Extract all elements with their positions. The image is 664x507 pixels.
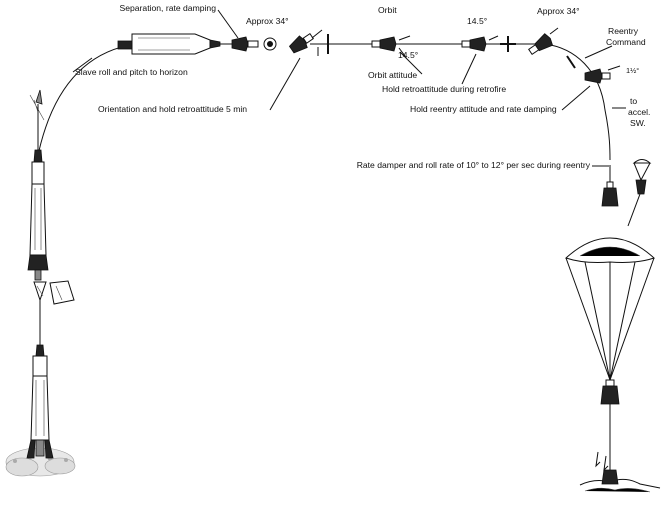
label-angle-1-5: 1½° (626, 66, 639, 75)
leader-hold-retro (461, 53, 477, 85)
capsule-end-view (263, 37, 277, 51)
label-orientation: Orientation and hold retroattitude 5 min (98, 104, 247, 114)
jettisoned-escape-tower (33, 281, 47, 302)
label-hold-retro: Hold retroattitude during retrofire (382, 84, 506, 94)
angle-ref-line (549, 27, 559, 35)
label-angle-bottom: 14.5° (398, 50, 418, 60)
trajectory-tick (566, 55, 576, 69)
label-approx34-right: Approx 34° (537, 6, 580, 16)
label-orbit-attitude: Orbit attitude (368, 70, 417, 80)
label-separation: Separation, rate damping (119, 3, 216, 13)
label-to-accel-3: SW. (630, 118, 646, 128)
drogue-chute (627, 159, 652, 227)
leader-orbit-attitude (399, 51, 423, 75)
reentry-trajectory (544, 43, 611, 161)
label-to-accel-2: accel. (628, 107, 650, 117)
capsule-reentry (584, 68, 611, 84)
label-angle-top: 14.5° (467, 16, 487, 26)
launch-exhaust-cloud (5, 447, 76, 477)
label-approx34-left: Approx 34° (246, 16, 289, 26)
atlas-in-flight (27, 89, 49, 281)
capsule-orbit-attitude (371, 36, 397, 52)
ascent-trajectory (36, 44, 131, 161)
label-rate-damper: Rate damper and roll rate of 10° to 12° … (357, 160, 591, 170)
jettisoned-booster-section (49, 280, 75, 305)
capsule-separation (231, 36, 259, 52)
main-parachute (565, 237, 655, 470)
launch-vehicle-separated (117, 33, 221, 55)
angle-ref-line (488, 35, 499, 41)
leader-hold-reentry (561, 85, 591, 111)
capsule-retrofire (528, 33, 554, 56)
angle-ref-line (607, 65, 621, 71)
label-reentry-command-1: Reentry (608, 26, 639, 36)
angle-ref-line (311, 29, 323, 39)
atlas-on-pad (26, 300, 54, 459)
label-to-accel-1: to (630, 96, 637, 106)
label-reentry-command-2: Command (606, 37, 646, 47)
label-hold-reentry: Hold reentry attitude and rate damping (410, 104, 557, 114)
capsule-descent-1 (601, 165, 619, 207)
capsule-retro-attitude (461, 36, 487, 52)
leader-orientation (269, 57, 301, 111)
angle-ref-line (398, 35, 411, 41)
leader-separation (217, 9, 239, 39)
angle-ref-line (398, 47, 406, 57)
capsule-turnaround (288, 32, 314, 54)
leader-slave-roll (72, 57, 93, 73)
splashdown-ocean (579, 451, 661, 493)
leader-reentry-command (584, 45, 613, 59)
label-orbit: Orbit (378, 5, 397, 15)
label-slave-roll: Slave roll and pitch to horizon (75, 67, 188, 77)
